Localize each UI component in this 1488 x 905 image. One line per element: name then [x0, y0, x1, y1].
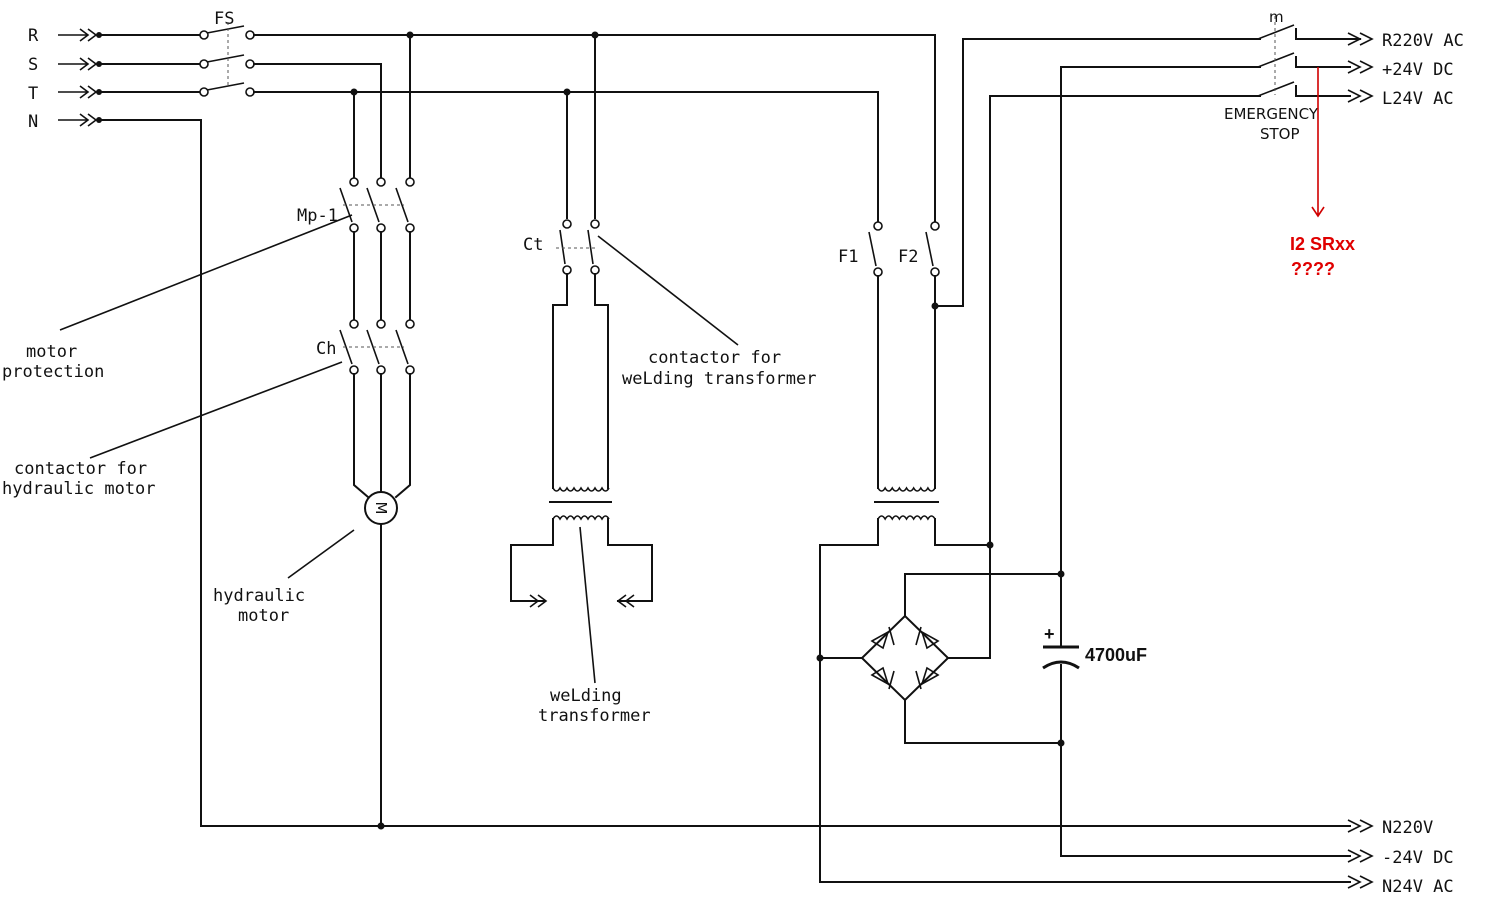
capacitor-value: 4700uF	[1085, 645, 1147, 665]
motor-symbol: M	[372, 502, 390, 515]
welding-branch: Ct	[510, 34, 653, 608]
emergency-stop: m EMERGENCY STOP	[1224, 8, 1361, 143]
main-buses	[98, 31, 1351, 827]
control-branch: F1 F2 + 4700uF	[816, 38, 1351, 883]
input-terminals: R S T N	[28, 26, 102, 132]
weld-trafo-label-1: weLding	[550, 686, 622, 706]
hyd-motor-label-2: motor	[238, 606, 289, 626]
motor-protection-label-2: protection	[2, 362, 104, 382]
input-t-label: T	[28, 84, 38, 104]
emergency-label-1: EMERGENCY	[1224, 105, 1319, 123]
motor-branch: Mp-1 Ch M	[297, 34, 415, 830]
weld-trafo-label-2: transformer	[538, 706, 651, 726]
main-switch-fs: FS	[98, 9, 255, 97]
emergency-label-2: STOP	[1260, 125, 1300, 143]
contactor-weld-label-1: contactor for	[648, 348, 781, 368]
question-label-1: I2 SRxx	[1290, 234, 1355, 254]
input-r-label: R	[28, 26, 39, 46]
question-label-2: ????	[1291, 259, 1335, 279]
output-n220: N220V	[1382, 818, 1433, 838]
output-p24dc: +24V DC	[1382, 60, 1454, 80]
contactor-weld-label-2: weLding transformer	[622, 369, 816, 389]
output-r220: R220V AC	[1382, 31, 1464, 51]
contactor-hyd-label-2: hydraulic motor	[2, 479, 156, 499]
input-s-label: S	[28, 55, 38, 75]
motor-protection-label-1: motor	[26, 342, 77, 362]
emergency-switch-label: m	[1269, 8, 1284, 26]
ct-label: Ct	[523, 235, 543, 255]
mp1-label: Mp-1	[297, 206, 338, 226]
f2-label: F2	[898, 247, 918, 267]
input-n-label: N	[28, 112, 38, 132]
annotations: motor protection contactor for hydraulic…	[2, 67, 1355, 726]
fs-label: FS	[214, 9, 234, 29]
contactor-hyd-label-1: contactor for	[14, 459, 147, 479]
bridge-rectifier-icon	[860, 573, 1062, 744]
output-l24ac: L24V AC	[1382, 89, 1454, 109]
ch-label: Ch	[316, 339, 336, 359]
output-n24ac: N24V AC	[1382, 877, 1454, 897]
hyd-motor-label-1: hydraulic	[213, 586, 305, 606]
capacitor-plus: +	[1044, 624, 1055, 644]
input-arrows	[58, 28, 98, 127]
f1-label: F1	[838, 247, 858, 267]
output-terminals: R220V AC +24V DC L24V AC N220V -24V DC N…	[1347, 31, 1464, 897]
output-m24dc: -24V DC	[1382, 848, 1454, 868]
